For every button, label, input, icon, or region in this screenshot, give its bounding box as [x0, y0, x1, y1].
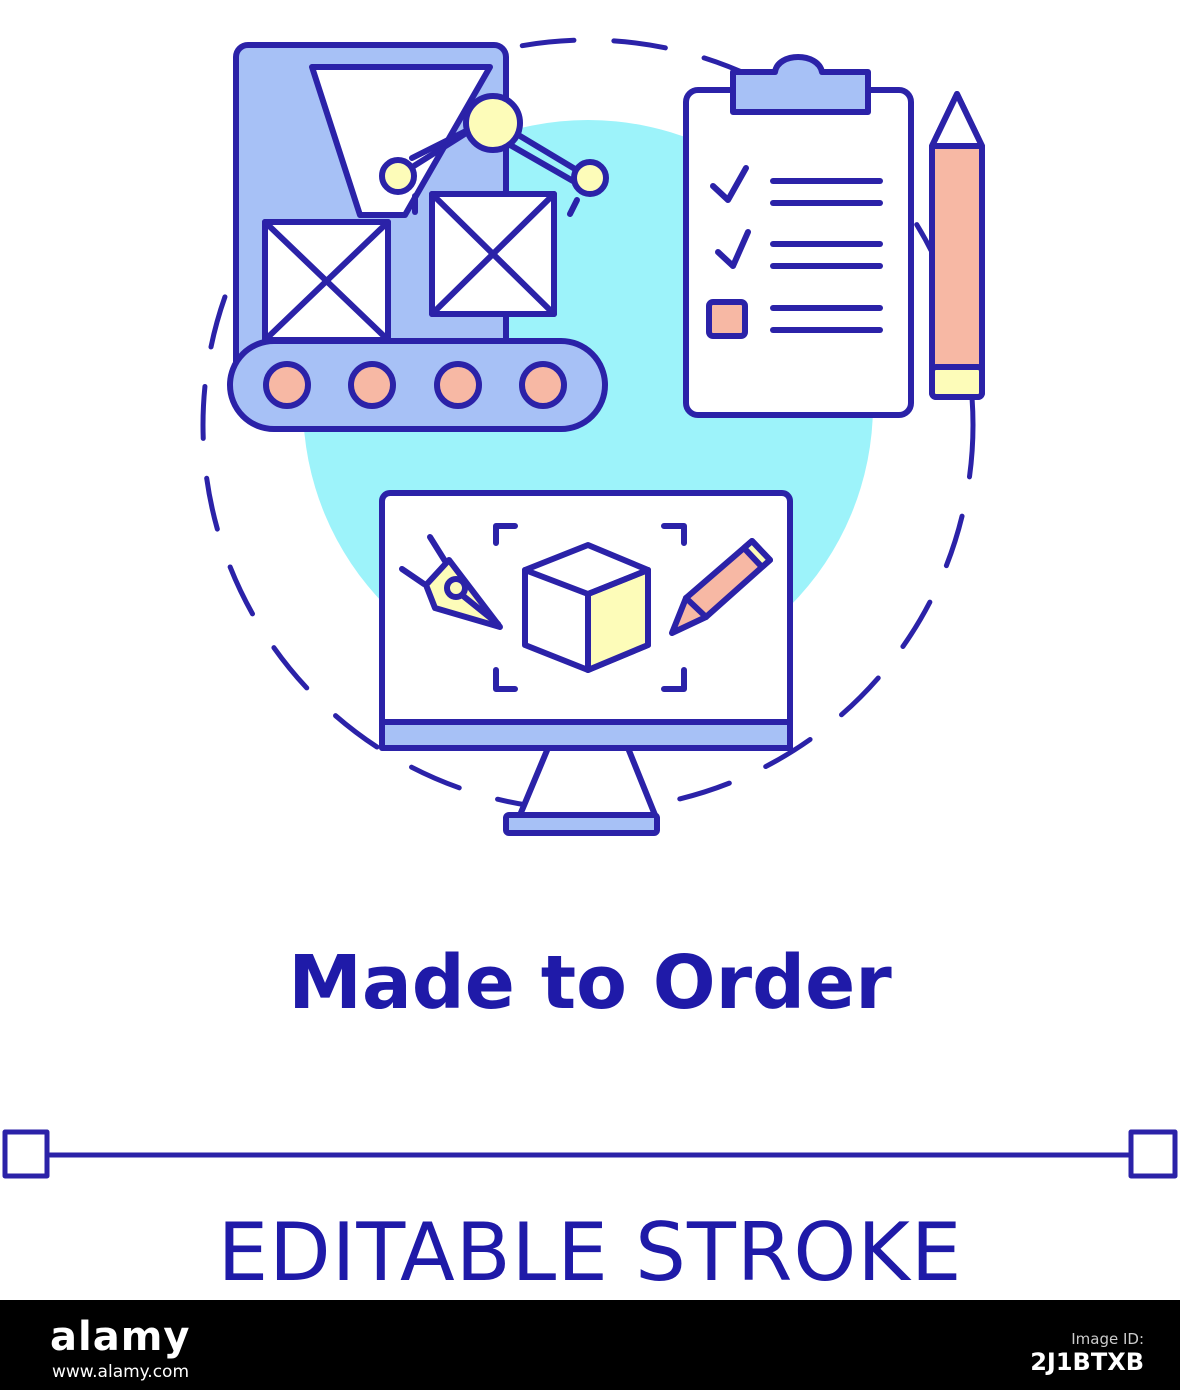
- watermark-footer: alamy www.alamy.com Image ID: 2J1BTXB: [0, 1300, 1180, 1390]
- editable-stroke-line: [2, 1129, 1178, 1179]
- concept-title: Made to Order: [288, 940, 892, 1026]
- image-id-label: Image ID:: [1071, 1330, 1144, 1348]
- pen-nib-icon: [399, 534, 503, 630]
- footer-url: www.alamy.com: [52, 1362, 190, 1382]
- edit-pencil-icon: [669, 538, 773, 636]
- pencil-icon: [929, 91, 985, 400]
- image-id-block: Image ID: 2J1BTXB: [1030, 1330, 1144, 1376]
- cube-icon: [522, 542, 651, 673]
- editable-stroke-label: EDITABLE STROKE: [217, 1206, 963, 1299]
- conveyor-robot-arm-icon: [227, 42, 609, 432]
- alamy-logo: alamy: [50, 1314, 191, 1360]
- image-id-value: 2J1BTXB: [1030, 1348, 1144, 1376]
- concept-illustration: [2, 37, 1178, 1179]
- checklist-clipboard-icon: [683, 54, 914, 418]
